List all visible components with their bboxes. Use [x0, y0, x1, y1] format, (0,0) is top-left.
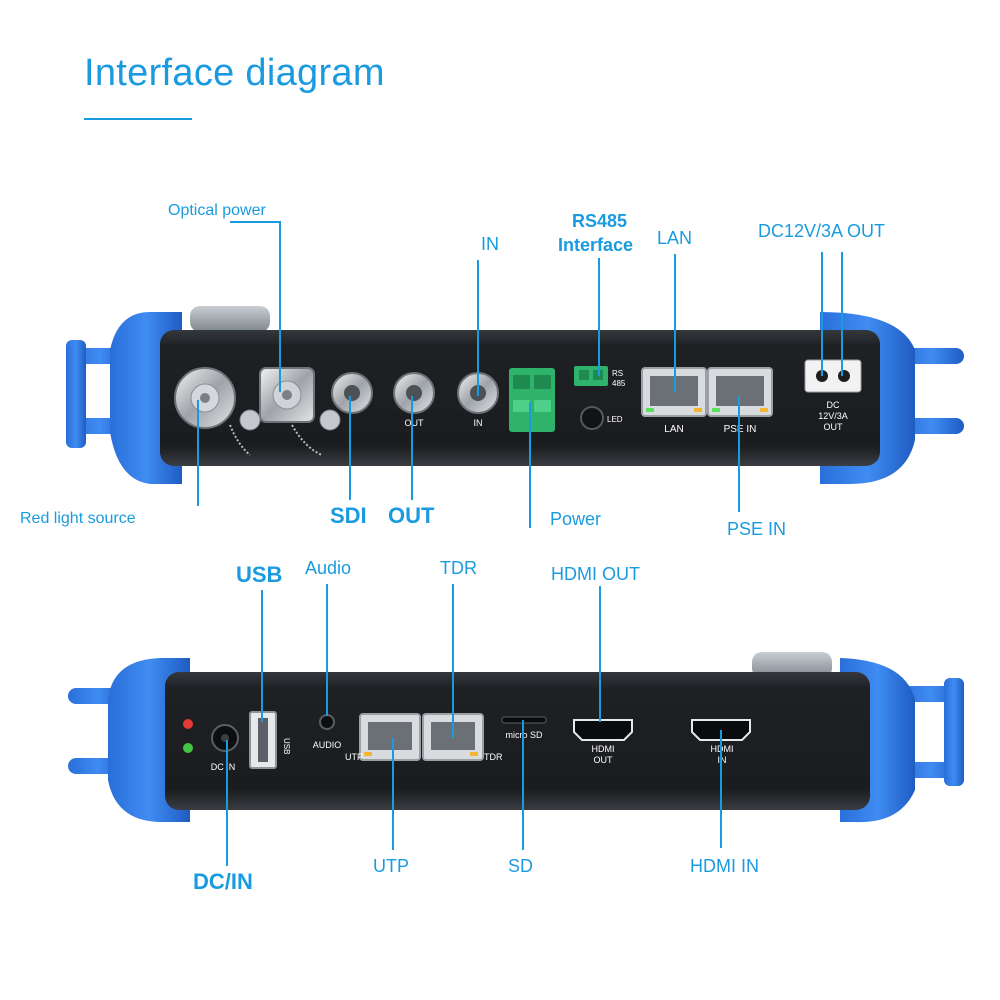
usb-print: USB — [282, 738, 291, 754]
bottom-body — [165, 672, 870, 810]
label-rs485: RS485 — [572, 211, 628, 231]
dc-out-port — [804, 359, 862, 393]
label-in: IN — [481, 234, 499, 254]
strap-right-post — [944, 678, 964, 786]
dc-print-1: DC — [827, 400, 840, 410]
hdmi-out-print-1: HDMI — [592, 744, 615, 754]
label-dc-in: DC/IN — [193, 869, 253, 894]
page-title: Interface diagram — [84, 52, 385, 94]
label-utp: UTP — [373, 856, 409, 876]
label-tdr: TDR — [440, 558, 477, 578]
hdmi-out-port — [573, 719, 633, 741]
audio-jack — [319, 714, 335, 730]
green-led — [183, 743, 193, 753]
dc-print-2: 12V/3A — [818, 411, 848, 421]
label-optical-power: Optical power — [168, 202, 266, 219]
dust-cap — [319, 409, 341, 431]
tdr-print: TDR — [484, 752, 503, 762]
rs-print-2: 485 — [612, 379, 626, 388]
top-device: OUT IN RS 485 LED LAN PSE IN DC 1 — [66, 221, 964, 528]
label-power: Power — [550, 509, 602, 529]
bottom-knob — [752, 652, 832, 678]
label-dc-out: DC12V/3A OUT — [758, 221, 886, 241]
micro-sd-print: micro SD — [505, 730, 543, 740]
strap-left-post — [66, 340, 86, 448]
led-print: LED — [607, 415, 623, 424]
label-sdi: SDI — [330, 503, 367, 528]
top-leader-lines — [197, 221, 843, 528]
label-sd: SD — [508, 856, 534, 876]
audio-print: AUDIO — [313, 740, 342, 750]
label-lan: LAN — [657, 228, 693, 248]
label-audio: Audio — [305, 558, 352, 578]
dc-in-print: DC IN — [211, 762, 236, 772]
utp-print: UTP — [345, 752, 363, 762]
bottom-device: DC IN USB AUDIO UTP TDR micro SD HDMI OU… — [68, 584, 964, 866]
bnc-out-print: OUT — [405, 418, 425, 428]
hdmi-out-print-2: OUT — [594, 755, 614, 765]
strap-right-lower — [900, 418, 964, 434]
label-red-light-source: Red light source — [20, 510, 136, 527]
bnc-in-print: IN — [474, 418, 483, 428]
label-usb: USB — [236, 562, 283, 587]
led-indicator — [580, 406, 604, 430]
label-pse-in: PSE IN — [727, 519, 787, 539]
top-knob — [190, 306, 270, 332]
label-out: OUT — [388, 503, 435, 528]
title-underline — [84, 118, 192, 120]
dust-cap — [239, 409, 261, 431]
bottom-leader-lines — [226, 584, 722, 866]
red-led — [183, 719, 193, 729]
rs-print-1: RS — [612, 369, 623, 378]
dc-print-3: OUT — [824, 422, 844, 432]
lan-print: LAN — [664, 424, 683, 435]
strap-right-upper — [900, 348, 964, 364]
label-rs485-interface: Interface — [558, 235, 634, 255]
label-hdmi-out: HDMI OUT — [551, 564, 640, 584]
label-hdmi-in: HDMI IN — [690, 856, 759, 876]
